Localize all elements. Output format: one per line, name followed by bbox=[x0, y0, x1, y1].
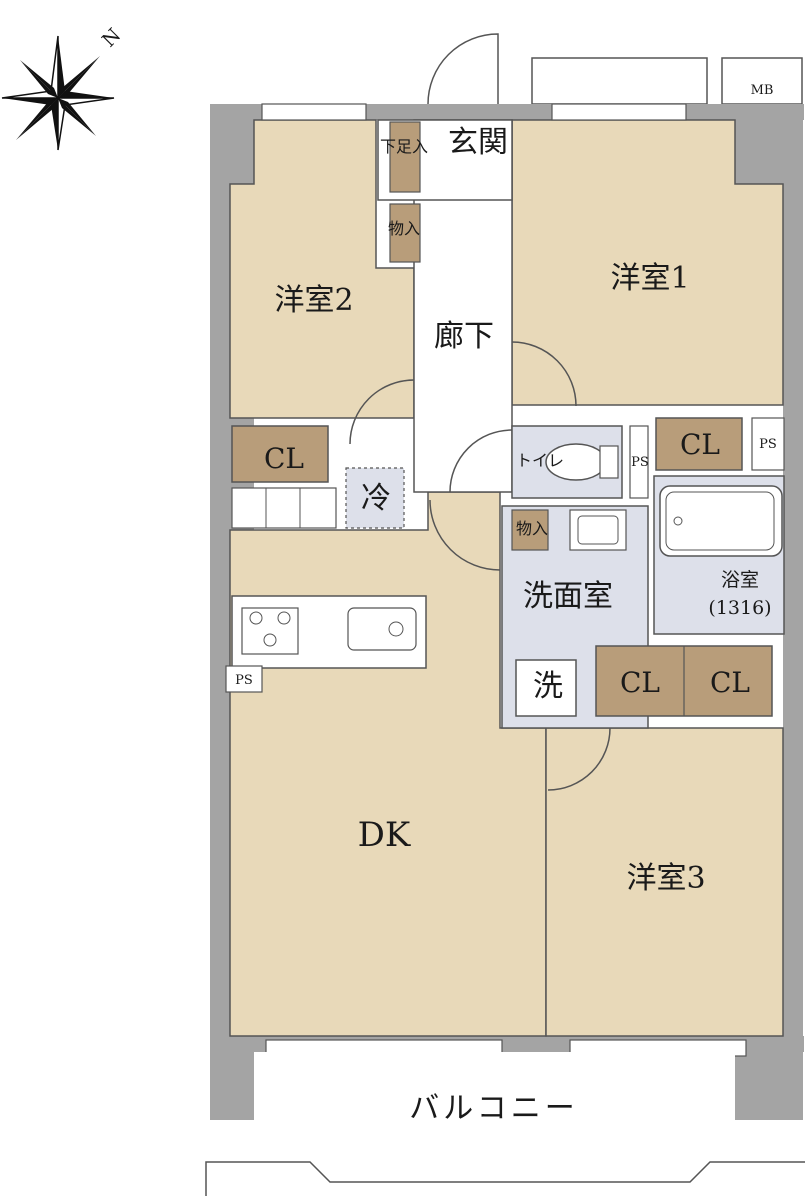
rei-label: 冷 bbox=[361, 481, 391, 516]
balcony-label: バルコニー bbox=[409, 1091, 578, 1126]
balcony bbox=[254, 1052, 735, 1120]
kitchen-sink bbox=[347, 607, 417, 651]
entry-door bbox=[427, 33, 499, 105]
mb-label: MB bbox=[751, 83, 774, 98]
alcove-box bbox=[531, 57, 708, 105]
closet-yoshitsu1 bbox=[655, 417, 743, 471]
yokushitsu-label: 浴室 bbox=[721, 569, 759, 591]
geta-bako-label: 下足入 bbox=[380, 137, 428, 156]
cl-yoshitsu3a-label: CL bbox=[620, 666, 660, 699]
wall-right bbox=[783, 104, 803, 1120]
door-yoshitsu1 bbox=[511, 341, 577, 407]
compass-rose-icon bbox=[1, 35, 115, 151]
balcony-railing bbox=[205, 1161, 805, 1196]
monoire-wash-label: 物入 bbox=[516, 519, 548, 538]
genkan-label: 玄関 bbox=[448, 125, 508, 160]
monoire-hall-label: 物入 bbox=[388, 219, 420, 238]
dk-label: DK bbox=[358, 815, 411, 855]
door-yoshitsu3 bbox=[547, 727, 611, 791]
wash-storage bbox=[511, 509, 549, 551]
ps3-label: PS bbox=[235, 673, 253, 688]
refrigerator-space bbox=[345, 467, 405, 529]
room-dk bbox=[229, 491, 547, 1037]
door-yoshitsu2 bbox=[349, 379, 415, 445]
pipe-space-3 bbox=[225, 665, 263, 693]
bathtub bbox=[659, 485, 783, 557]
yoshitsu3-label: 洋室3 bbox=[626, 861, 705, 896]
cl-yoshitsu3b-label: CL bbox=[710, 666, 750, 699]
toilet-label: トイレ bbox=[516, 451, 564, 470]
room-yoshitsu3 bbox=[545, 727, 784, 1037]
pipe-space-2 bbox=[629, 425, 649, 499]
yoshitsu2-label: 洋室2 bbox=[274, 283, 353, 318]
cl-yoshitsu2-label: CL bbox=[264, 442, 304, 475]
yoshitsu1-label: 洋室1 bbox=[610, 261, 689, 296]
pipe-space-1 bbox=[751, 417, 785, 471]
senmenshitsu-label: 洗面室 bbox=[523, 579, 613, 614]
ps2-label: PS bbox=[631, 455, 649, 470]
yokushitsu-size-label: (1316) bbox=[708, 597, 771, 619]
shoe-cabinet bbox=[389, 121, 421, 193]
door-dk bbox=[429, 499, 501, 571]
roka-label: 廊下 bbox=[434, 319, 494, 354]
washing-machine-space bbox=[515, 659, 577, 717]
door-toilet bbox=[449, 429, 513, 493]
north-label: N bbox=[98, 24, 125, 51]
closet-yoshitsu2 bbox=[231, 425, 329, 483]
ps1-label: PS bbox=[759, 437, 777, 452]
hall-storage bbox=[389, 203, 421, 263]
kitchen-shelf bbox=[231, 487, 337, 529]
sen-label: 洗 bbox=[533, 669, 563, 704]
meter-box bbox=[721, 57, 803, 105]
cl-yoshitsu1-label: CL bbox=[680, 428, 720, 461]
